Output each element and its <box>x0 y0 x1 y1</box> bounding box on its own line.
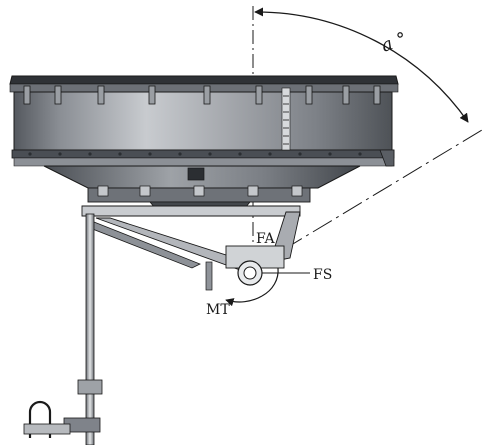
clamp <box>305 85 313 105</box>
scale-ticks <box>283 95 289 145</box>
clamp <box>342 85 350 105</box>
support-arm-diagonal <box>95 217 249 271</box>
drum-bottom-band <box>11 149 395 159</box>
clamp <box>148 85 156 105</box>
moment-arc <box>225 295 263 307</box>
mt-label: MT <box>206 302 230 318</box>
mast-pole <box>85 213 95 445</box>
support-arm-upper <box>81 205 301 217</box>
moment-arc-tail <box>261 267 279 297</box>
right-side-bracket <box>379 149 395 167</box>
pivot-bolt <box>205 261 213 291</box>
drum-body <box>13 91 393 151</box>
band-bolts <box>28 152 362 156</box>
drum-top-rim <box>9 75 399 85</box>
u-bolt <box>28 400 52 438</box>
fs-label: FS <box>313 267 332 283</box>
clamp <box>373 85 381 105</box>
rim-clamps <box>23 85 381 105</box>
hub-lugs <box>97 185 303 197</box>
clamp <box>23 85 31 105</box>
clamp <box>54 85 62 105</box>
clamp <box>255 85 263 105</box>
clamp <box>203 85 211 105</box>
clamp <box>97 85 105 105</box>
mast-clamp-upper <box>77 379 103 395</box>
u-bolt-plate <box>23 423 71 435</box>
angle-label: a ° <box>379 28 410 56</box>
center-box <box>187 167 205 181</box>
pivot-wheel-inner <box>243 266 257 280</box>
scale-strip <box>281 87 291 151</box>
angle-arc <box>254 7 469 123</box>
drum-bottom-lip <box>13 157 393 167</box>
fa-label: FA <box>256 231 275 247</box>
